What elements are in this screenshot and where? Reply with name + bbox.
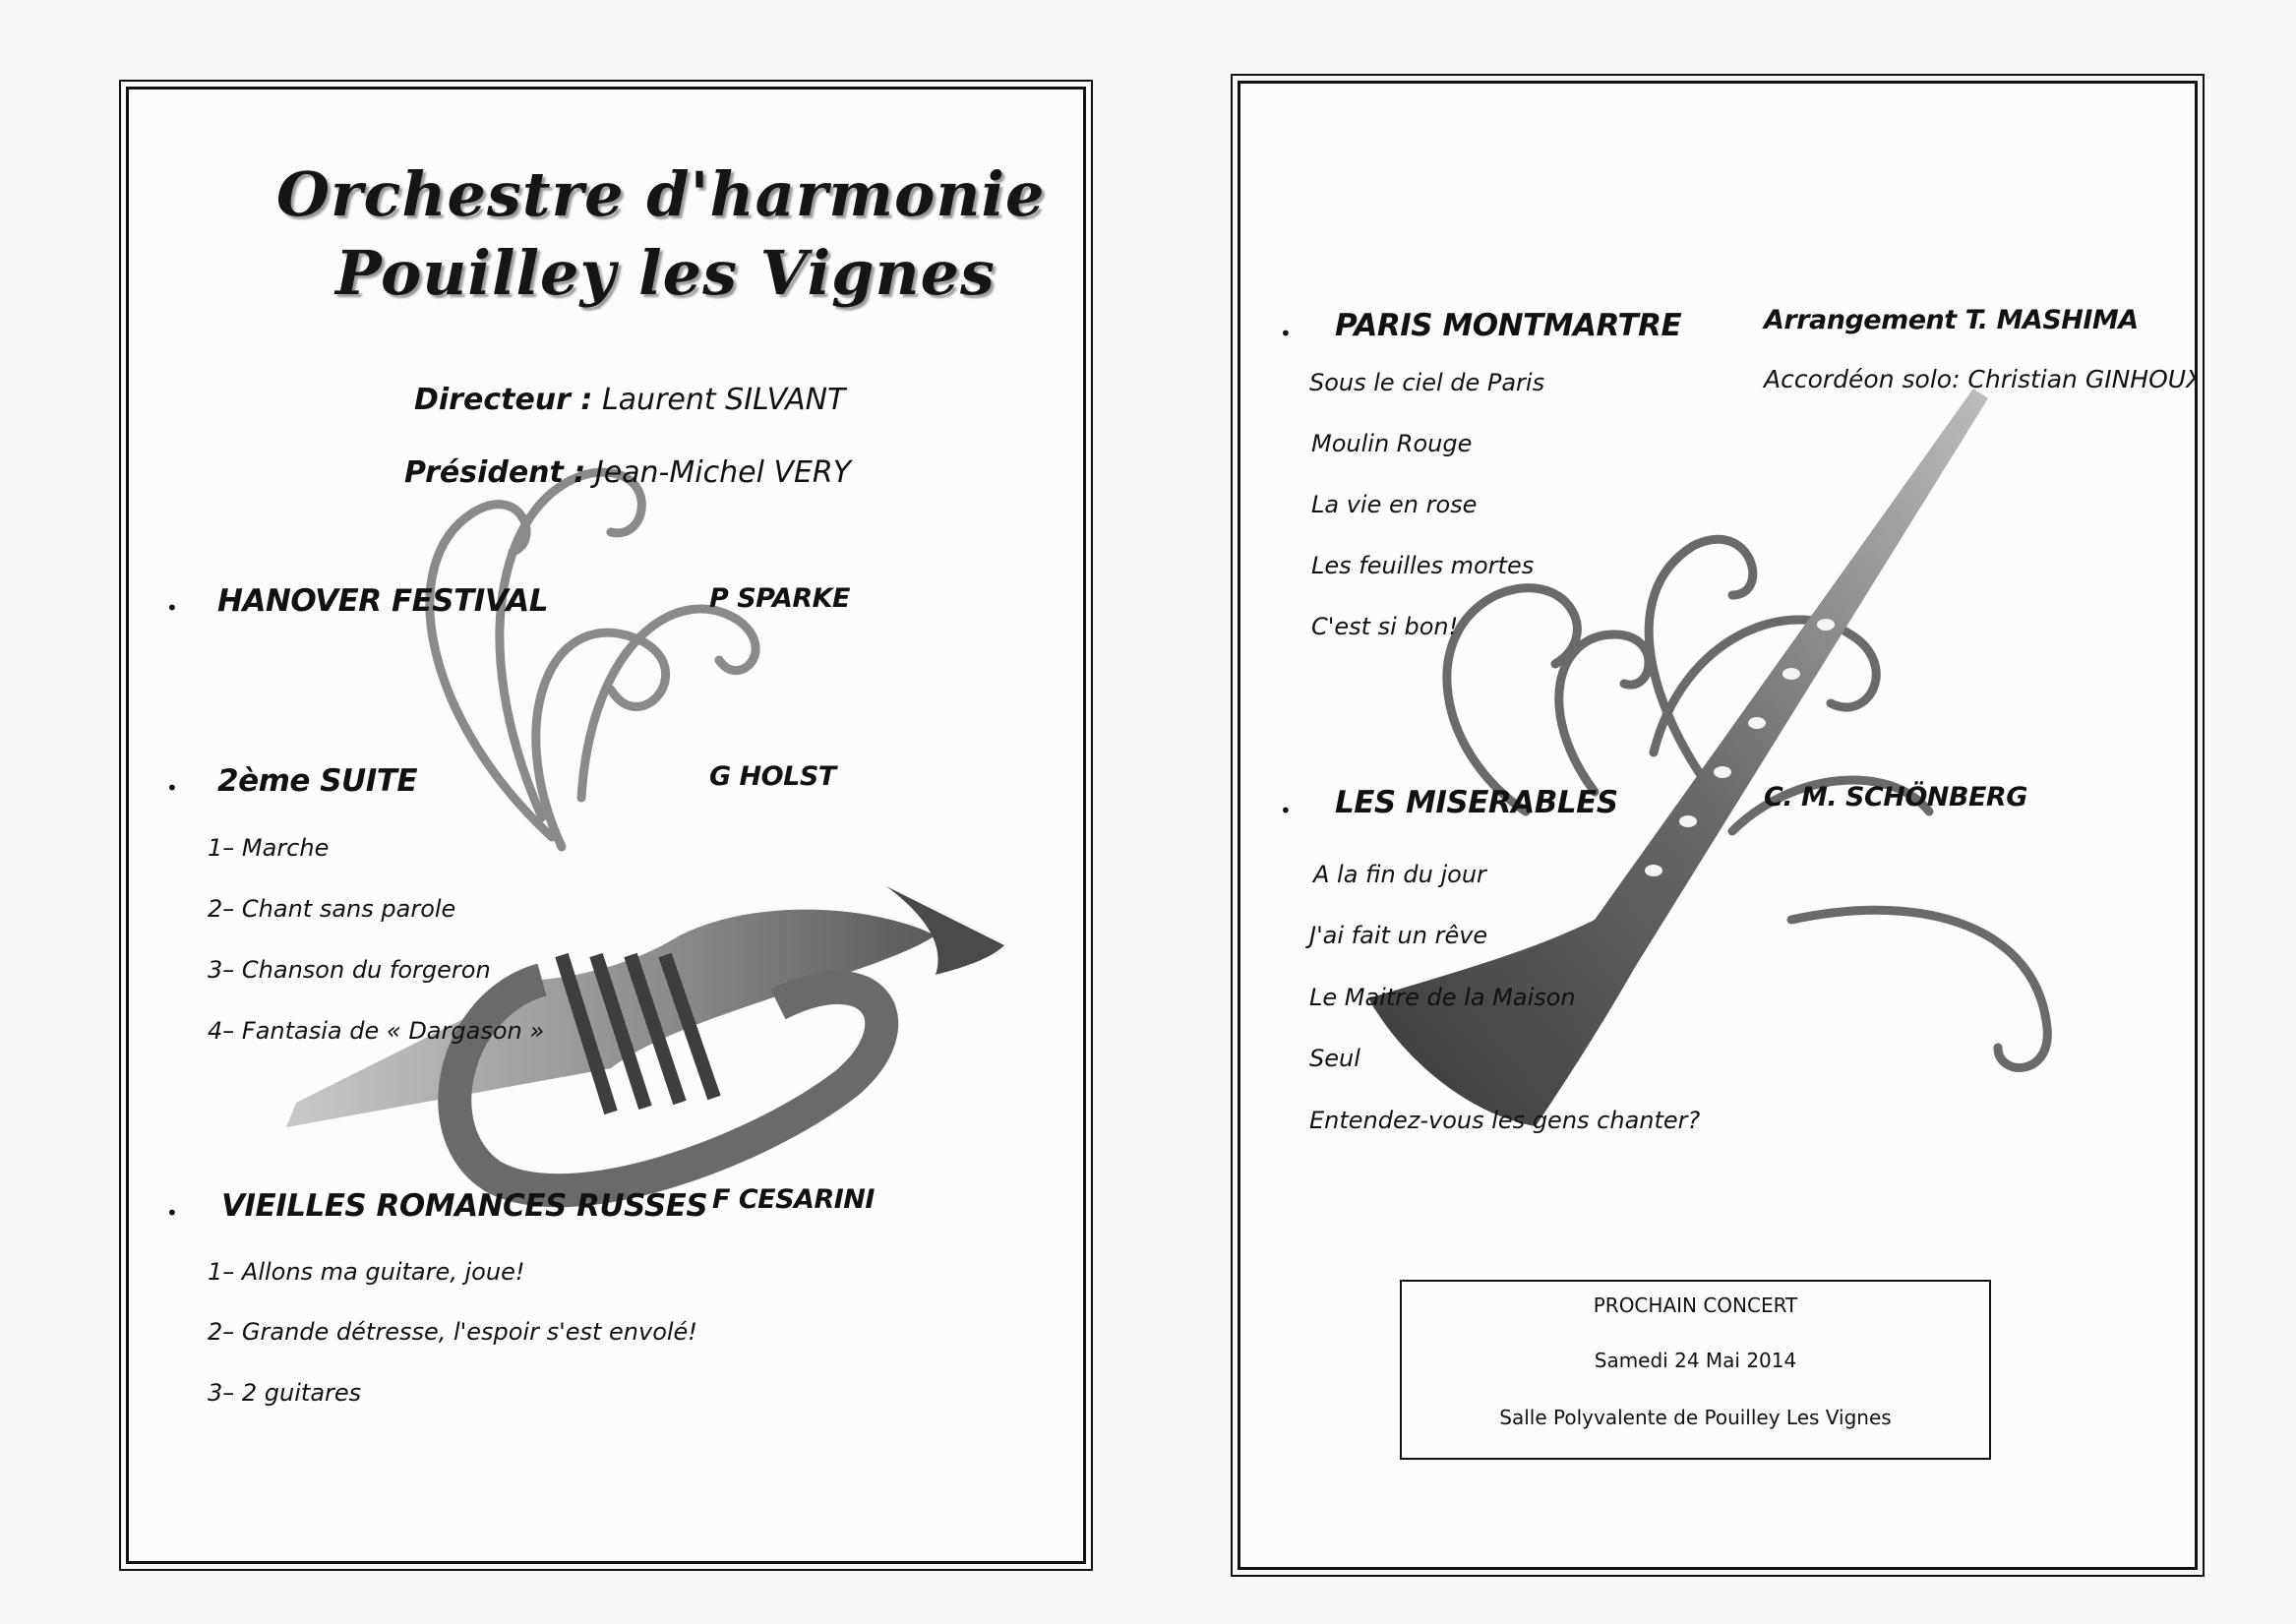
work-title-2eme-suite: 2ème SUITE [217,763,418,799]
clarinet-icon [1368,389,2052,1126]
song-item: La vie en rose [1311,491,1478,518]
composer-holst: G HOLST [709,761,836,792]
composer-mashima: Arrangement T. MASHIMA [1764,305,2139,335]
orchestra-title-line1: Orchestre d'harmonie [276,158,1046,230]
composer-cesarini: F CESARINI [712,1184,875,1215]
song-item: A la fin du jour [1313,861,1486,888]
composer-schonberg: C. M. SCHÖNBERG [1764,782,2027,812]
movement-item: 3– Chanson du forgeron [208,956,491,984]
song-item: Seul [1309,1045,1360,1072]
next-concert-date: Samedi 24 Mai 2014 [1594,1349,1797,1372]
romance-item: 1– Allons ma guitare, joue! [208,1258,525,1286]
work-title-hanover-festival: HANOVER FESTIVAL [217,583,548,619]
composer-sparke: P SPARKE [709,583,851,614]
song-item: Les feuilles mortes [1311,552,1535,579]
song-item: C'est si bon! [1311,613,1459,640]
romance-item: 2– Grande détresse, l'espoir s'est envol… [208,1318,697,1346]
president-line: Président : Jean-Michel VERY [404,455,851,490]
president-label: Président : [404,455,586,490]
bullet: • [166,776,178,800]
bullet: • [1280,322,1292,345]
work-title-vieilles-romances-russes: VIEILLES ROMANCES RUSSES [221,1188,708,1224]
orchestra-title-line2: Pouilley les Vignes [335,237,996,309]
movement-item: 2– Chant sans parole [208,895,456,923]
bullet: • [166,1201,178,1225]
next-concert-venue: Salle Polyvalente de Pouilley Les Vignes [1499,1406,1892,1429]
song-item: Entendez-vous les gens chanter? [1309,1107,1701,1134]
bullet: • [1280,799,1292,822]
bullet: • [166,596,178,620]
program-left-page: Orchestre d'harmonie Pouilley les Vignes… [126,87,1086,1564]
movement-item: 1– Marche [208,834,330,862]
president-name: Jean-Michel VERY [594,455,852,490]
next-concert-heading: PROCHAIN CONCERT [1593,1293,1798,1317]
song-item: Moulin Rouge [1311,430,1473,457]
trumpet-icon [286,467,1004,1208]
director-name: Laurent SILVANT [601,383,846,417]
song-item: Sous le ciel de Paris [1309,369,1545,396]
next-concert-box: PROCHAIN CONCERT Samedi 24 Mai 2014 Sall… [1400,1280,1991,1460]
movement-item: 4– Fantasia de « Dargason » [208,1017,545,1045]
director-line: Directeur : Laurent SILVANT [414,383,845,417]
director-label: Directeur : [414,383,593,417]
song-item: Le Maitre de la Maison [1309,984,1576,1011]
soloist-note: Accordéon solo: Christian GINHOUX [1764,365,2198,393]
song-item: J'ai fait un rêve [1309,922,1488,949]
romance-item: 3– 2 guitares [208,1379,362,1407]
work-title-les-miserables: LES MISERABLES [1335,785,1618,820]
work-title-paris-montmartre: PARIS MONTMARTRE [1335,308,1682,343]
